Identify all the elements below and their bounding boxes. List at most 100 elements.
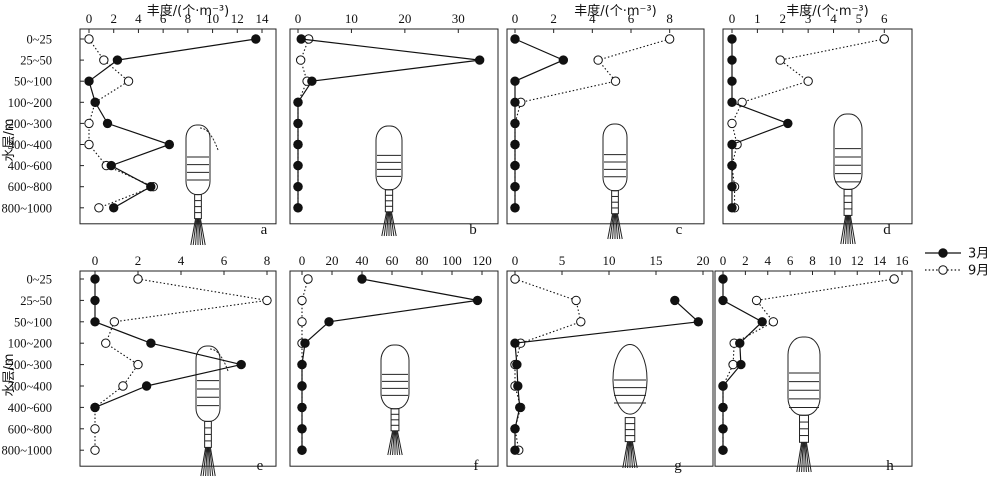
- x-tick-label: 10: [345, 11, 358, 26]
- series-line: [94, 279, 242, 408]
- x-tick-label: 0: [92, 253, 99, 268]
- depth-label: 25~50: [20, 54, 52, 68]
- x-tick-label: 14: [873, 253, 887, 268]
- panel-frame: [79, 270, 277, 467]
- data-point: [90, 295, 100, 306]
- series-march: [293, 34, 485, 213]
- data-point: [751, 295, 762, 306]
- data-point: [728, 359, 738, 370]
- x-tick-label: 20: [326, 253, 339, 268]
- x-tick-label: 4: [589, 11, 596, 26]
- data-point: [558, 55, 569, 65]
- depth-label: 100~200: [8, 96, 52, 110]
- data-point: [515, 402, 525, 413]
- x-tick-label: 2: [135, 253, 142, 268]
- data-point: [84, 76, 94, 86]
- series-line: [301, 278, 478, 451]
- data-point: [84, 139, 94, 150]
- panel-letter-c: c: [676, 222, 683, 238]
- data-point: [293, 160, 303, 171]
- series-march: [510, 295, 703, 455]
- x-tick-label: 10: [603, 253, 616, 268]
- copepod-illustration-icon: [375, 125, 403, 237]
- series-march: [727, 34, 793, 213]
- data-point: [510, 182, 520, 192]
- data-point: [510, 34, 520, 44]
- data-point: [610, 76, 621, 86]
- series-march: [84, 34, 261, 213]
- x-tick-label: 80: [416, 253, 429, 268]
- x-tick-label: 6: [881, 11, 888, 26]
- data-point: [90, 402, 100, 413]
- legend-marker: [938, 265, 948, 275]
- x-tick-label: 0: [512, 11, 519, 26]
- data-point: [513, 381, 523, 391]
- x-tick-label: 5: [559, 253, 566, 268]
- data-point: [775, 55, 785, 65]
- data-point: [297, 424, 307, 434]
- data-point: [262, 295, 272, 306]
- data-point: [727, 118, 737, 129]
- data-point: [236, 359, 246, 370]
- data-point: [727, 76, 737, 86]
- x-tick-label: 6: [787, 253, 794, 268]
- x-tick-label: 0: [720, 253, 727, 268]
- legend-marker: [938, 248, 948, 258]
- x-tick-label: 6: [221, 253, 228, 268]
- data-point: [94, 203, 104, 213]
- data-point: [718, 424, 728, 434]
- data-point: [146, 182, 156, 192]
- series-september: [510, 34, 675, 213]
- data-point: [727, 203, 737, 213]
- panel-letter-a: a: [261, 222, 268, 238]
- depth-label: 50~100: [14, 315, 52, 329]
- x-tick-label: 8: [809, 253, 816, 268]
- depth-label: 100~200: [8, 337, 52, 351]
- data-point: [293, 182, 303, 192]
- x-tick-label: 0: [299, 253, 306, 268]
- depth-label: 25~50: [20, 294, 52, 308]
- x-tick-label: 0: [512, 253, 519, 268]
- x-tick-label: 100: [442, 253, 462, 268]
- data-point: [297, 317, 307, 327]
- depth-label: 0~25: [26, 273, 52, 287]
- x-tick-label: 30: [452, 11, 465, 26]
- depth-label: 300~400: [8, 138, 52, 152]
- panel-letter-g: g: [674, 458, 682, 474]
- data-point: [297, 381, 307, 391]
- data-point: [718, 381, 728, 391]
- data-point: [300, 338, 310, 348]
- copepod-illustration-icon: [612, 344, 648, 469]
- data-point: [670, 295, 680, 306]
- x-tick-label: 60: [386, 253, 399, 268]
- panel-frame: [506, 28, 705, 225]
- x-axis-title: 丰度/(个·m⁻³): [574, 3, 656, 19]
- x-tick-label: 14: [256, 11, 270, 26]
- data-point: [303, 274, 313, 284]
- data-point: [735, 338, 745, 348]
- x-tick-label: 120: [472, 253, 492, 268]
- x-tick-label: 4: [135, 11, 142, 26]
- x-tick-label: 4: [830, 11, 837, 26]
- data-point: [141, 381, 152, 391]
- data-point: [324, 317, 334, 327]
- data-point: [757, 317, 767, 327]
- x-axis-title: 丰度/(个·m⁻³): [786, 3, 868, 19]
- data-point: [512, 359, 522, 370]
- data-point: [474, 55, 485, 65]
- y-axis-title: 水层/m: [2, 118, 17, 161]
- series-line: [94, 278, 268, 451]
- data-point: [295, 55, 306, 65]
- data-point: [90, 445, 100, 455]
- data-point: [510, 76, 520, 86]
- data-point: [296, 34, 306, 44]
- series-line: [514, 38, 670, 208]
- data-point: [727, 34, 737, 44]
- x-tick-label: 2: [780, 11, 787, 26]
- data-point: [727, 97, 737, 108]
- legend-label: 3月: [968, 247, 989, 262]
- x-tick-label: 10: [828, 253, 841, 268]
